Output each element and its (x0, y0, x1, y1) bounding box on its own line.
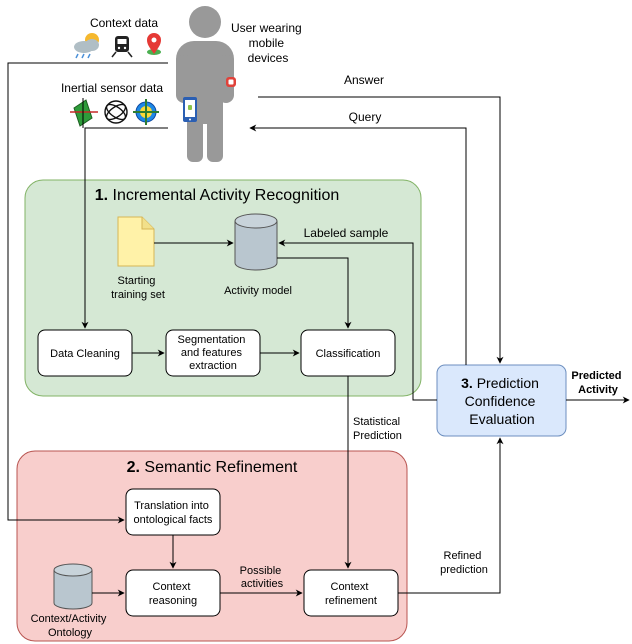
possible-activities-label: Possible activities (240, 565, 285, 590)
starting-training-set-label: Starting training set (111, 275, 165, 301)
labeled-sample-label: Labeled sample (304, 226, 389, 240)
refined-prediction-arrow (398, 437, 504, 594)
prediction-confidence-evaluation-label: 3. Prediction Confidence Evaluation (461, 375, 543, 427)
accelerometer-icon (70, 98, 98, 128)
train-icon (111, 36, 133, 58)
inertial-sensor-data-label: Inertial sensor data (61, 81, 163, 95)
location-pin-icon (147, 33, 161, 55)
activity-model-label: Activity model (224, 285, 292, 297)
labeled-sample-arrow (278, 239, 437, 401)
query-label: Query (349, 110, 382, 124)
context-refinement-box (303, 569, 399, 617)
context-reasoning-box (125, 569, 221, 617)
activity-model-database-icon (234, 213, 278, 271)
starting-training-set-file-icon (117, 216, 155, 267)
data-cleaning-label: Data Cleaning (50, 348, 120, 360)
context-data-arrow (7, 62, 168, 524)
context-reasoning-label: Context reasoning (149, 581, 197, 607)
inertial-data-arrow (81, 127, 168, 329)
sr-title: 2. Semantic Refinement (127, 459, 298, 476)
query-arrow (249, 124, 467, 365)
user-label: User wearing mobile devices (231, 21, 305, 65)
smartphone-icon (183, 97, 197, 122)
refined-prediction-label: Refined prediction (440, 550, 488, 576)
compass-icon (133, 99, 159, 125)
classification-label: Classification (316, 348, 381, 360)
smartwatch-icon (226, 77, 236, 87)
context-data-label: Context data (90, 16, 158, 30)
segmentation-label: Segmentation and features extraction (178, 334, 249, 372)
answer-label: Answer (344, 73, 384, 87)
translation-label: Translation into ontological facts (134, 500, 213, 526)
answer-arrow (258, 96, 504, 364)
statistical-prediction-label: Statistical Prediction (353, 416, 403, 442)
iar-title: 1. Incremental Activity Recognition (95, 187, 340, 204)
translation-box (125, 488, 221, 536)
predicted-activity-label: Predicted Activity (571, 370, 624, 396)
user-person-icon (176, 6, 234, 162)
gyroscope-icon (104, 100, 128, 124)
context-refinement-label: Context refinement (325, 581, 377, 607)
ontology-database-icon (53, 563, 93, 610)
ontology-label: Context/Activity Ontology (31, 613, 110, 639)
weather-icon (74, 33, 99, 59)
model-to-classification-arrow (277, 257, 352, 329)
